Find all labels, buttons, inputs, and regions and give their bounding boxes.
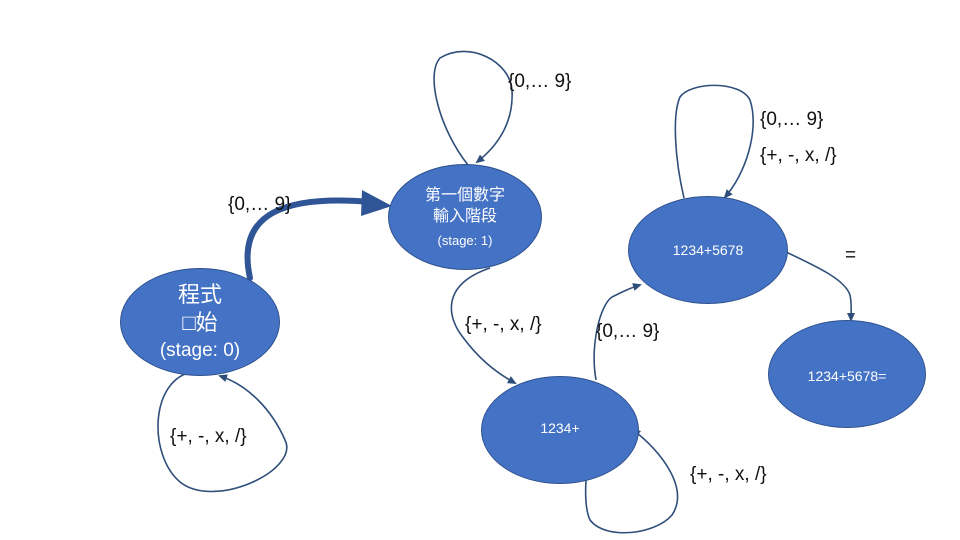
edge-op-self-loop [584, 428, 679, 534]
label-second-self-ops: {+, -, x, /} [760, 145, 837, 166]
state-start-stage: (stage: 0) [159, 340, 241, 361]
label-op-self: {+, -, x, /} [690, 464, 767, 485]
state-operator-node: 1234+ [481, 376, 639, 484]
edge-op-to-second [593, 283, 642, 381]
edge-start-self-loop [157, 371, 288, 493]
label-start-to-first: {0,… 9} [228, 194, 292, 215]
state-result-node: 1234+5678= [768, 320, 926, 428]
label-second-self-digits: {0,… 9} [760, 109, 824, 130]
label-op-to-second: {0,… 9} [596, 321, 660, 342]
edge-second-self-loop [674, 84, 754, 199]
label-start-self: {+, -, x, /} [170, 426, 247, 447]
state-first-line2: 輸入階段 [432, 208, 497, 225]
label-second-to-result: = [845, 245, 857, 266]
state-first-line1: 第一個數字 [424, 187, 505, 204]
state-operator-text: 1234+ [540, 420, 580, 436]
state-second-number-text: 1234+5678 [672, 242, 744, 258]
edge-first-self-loop [433, 50, 513, 166]
edge-first-to-op [450, 267, 517, 384]
edge-start-to-first-arrowhead [361, 190, 392, 216]
state-start-line1: 程式 [177, 282, 222, 307]
state-result-text: 1234+5678= [807, 368, 887, 384]
label-first-self: {0,… 9} [508, 71, 572, 92]
label-first-to-op: {+, -, x, /} [465, 314, 542, 335]
state-first-stage: (stage: 1) [437, 233, 493, 248]
state-first-digit-node: 第一個數字 輸入階段 (stage: 1) [388, 164, 542, 270]
edge-second-to-result [785, 251, 856, 322]
state-start-line2: □始 [182, 310, 218, 335]
state-start-node: 程式 □始 (stage: 0) [120, 268, 280, 376]
edge-start-to-first [244, 197, 375, 281]
state-second-number-node: 1234+5678 [628, 196, 788, 304]
